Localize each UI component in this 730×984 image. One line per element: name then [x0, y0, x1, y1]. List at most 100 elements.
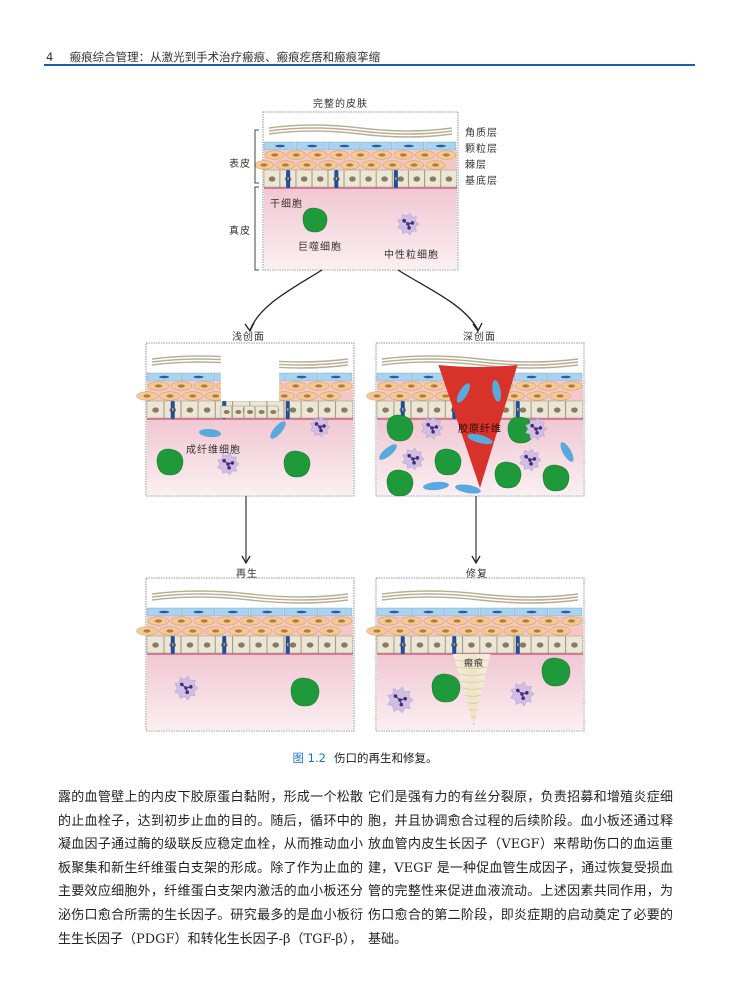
basal-nucleus [553, 407, 561, 413]
spinous-nucleus [384, 619, 392, 623]
fibroblast-cell [423, 481, 449, 491]
macrophage-cell [494, 461, 522, 489]
basal-nucleus [468, 642, 475, 648]
fibroblast-cell [270, 421, 286, 439]
neutrophil-lobe [226, 462, 230, 466]
basal-nucleus [306, 407, 314, 413]
epidermis-bracket [254, 129, 259, 184]
stem-cell-nucleus [172, 408, 174, 411]
spinous-nucleus [212, 394, 220, 398]
basal-nucleus [272, 642, 280, 648]
neutrophil-lobe [180, 682, 184, 687]
spinous-nucleus [522, 384, 530, 388]
neutrophil-lobe [412, 461, 416, 465]
spinous-nucleus [568, 619, 576, 623]
spinous-nucleus [189, 394, 197, 398]
neutrophil-lobe [399, 702, 404, 707]
granular-nucleus [526, 375, 537, 379]
corneum-strand [381, 593, 579, 601]
neutrophil-lobe [411, 457, 415, 461]
spinous-nucleus [378, 153, 386, 157]
basal-nucleus [152, 642, 159, 648]
regeneration-title: 再生 [236, 569, 258, 580]
intact-skin-panel [254, 111, 459, 271]
spinous-nucleus [292, 619, 300, 623]
basal-nucleus [571, 642, 578, 648]
dermis-layer [264, 188, 457, 269]
spinous-nucleus [373, 394, 381, 398]
scar-fiber [460, 680, 485, 683]
scar-fiber [458, 673, 486, 676]
spinous-nucleus [430, 619, 438, 623]
spinous-nucleus [143, 394, 151, 398]
granular-nucleus [371, 144, 382, 148]
spinous-nucleus [476, 619, 484, 623]
basal-nucleus [445, 176, 453, 182]
corneum-strand [381, 355, 579, 363]
basal-nucleus [203, 642, 211, 648]
spinous-nucleus [453, 619, 461, 623]
neutrophil-lobe [521, 696, 525, 700]
spinous-nucleus [510, 629, 518, 633]
spinous-nucleus [545, 384, 553, 388]
figure-number: 图 1.2 [292, 751, 326, 765]
arrowhead [244, 322, 255, 333]
neutrophil-lobe [322, 424, 326, 428]
deep-wound-title: 深创面 [463, 332, 496, 343]
spinous-nucleus [257, 629, 265, 633]
corneum-strand [381, 361, 579, 369]
arrowhead [241, 555, 251, 565]
granular-nucleus [307, 144, 318, 148]
spinous-nucleus [154, 619, 162, 623]
spinous-nucleus [200, 619, 208, 623]
spinous-nucleus [357, 153, 364, 157]
spinous-nucleus [465, 629, 473, 633]
basal-nucleus [571, 407, 578, 413]
granular-nucleus [193, 375, 204, 379]
spinous-nucleus [533, 394, 541, 398]
basal-nucleus [502, 642, 510, 648]
superficial-wound-title: 浅创面 [232, 332, 265, 343]
neutrophil-lobe [393, 694, 398, 698]
spinous-nucleus [373, 629, 381, 633]
neutrophil-lobe [528, 458, 532, 462]
fibroblast-cell [560, 442, 574, 462]
spinous-nucleus [568, 384, 576, 388]
corneum-strand [268, 127, 453, 135]
arrow-to-superficial [249, 269, 323, 331]
basal-nucleus [323, 407, 331, 413]
spinous-nucleus [280, 394, 288, 398]
spinous-nucleus [292, 384, 300, 388]
spinous-nucleus [315, 384, 323, 388]
basal-nucleus [289, 642, 297, 648]
macrophage-cell [542, 464, 570, 492]
stem-cell-nucleus [287, 408, 289, 411]
spinous-nucleus [303, 163, 311, 167]
stem-cell-nucleus [223, 643, 225, 646]
corneum-strand [381, 590, 579, 598]
spinous-nucleus [200, 384, 208, 388]
running-head: 4 瘢痕综合管理：从激光到手术治疗瘢痕、瘢痕疙瘩和瘢痕挛缩 [46, 49, 380, 65]
scar-fiber [468, 708, 478, 711]
stem-cell-nucleus [395, 177, 397, 180]
spinous-nucleus [421, 153, 429, 157]
neutrophil-lobe [403, 696, 408, 701]
granular-nucleus [296, 610, 307, 614]
granular-nucleus [159, 375, 170, 379]
figure-canvas [136, 111, 585, 732]
granular-nucleus [423, 375, 434, 379]
basal-nucleus [323, 642, 331, 648]
granular-nucleus [262, 610, 273, 614]
neutrophil-lobe [431, 430, 435, 434]
arrowhead [471, 555, 481, 565]
spinous-nucleus [522, 619, 530, 623]
corneum-strand [381, 358, 579, 366]
stratum-granulosum-label: 颗粒层 [465, 144, 498, 155]
basal-nucleus [382, 642, 389, 648]
spinous-nucleus [246, 619, 254, 623]
basal-nucleus [316, 176, 324, 182]
shallow-wound-gap [220, 347, 280, 401]
spinous-nucleus [556, 629, 564, 633]
stratum-corneum-label: 角质层 [465, 128, 498, 139]
